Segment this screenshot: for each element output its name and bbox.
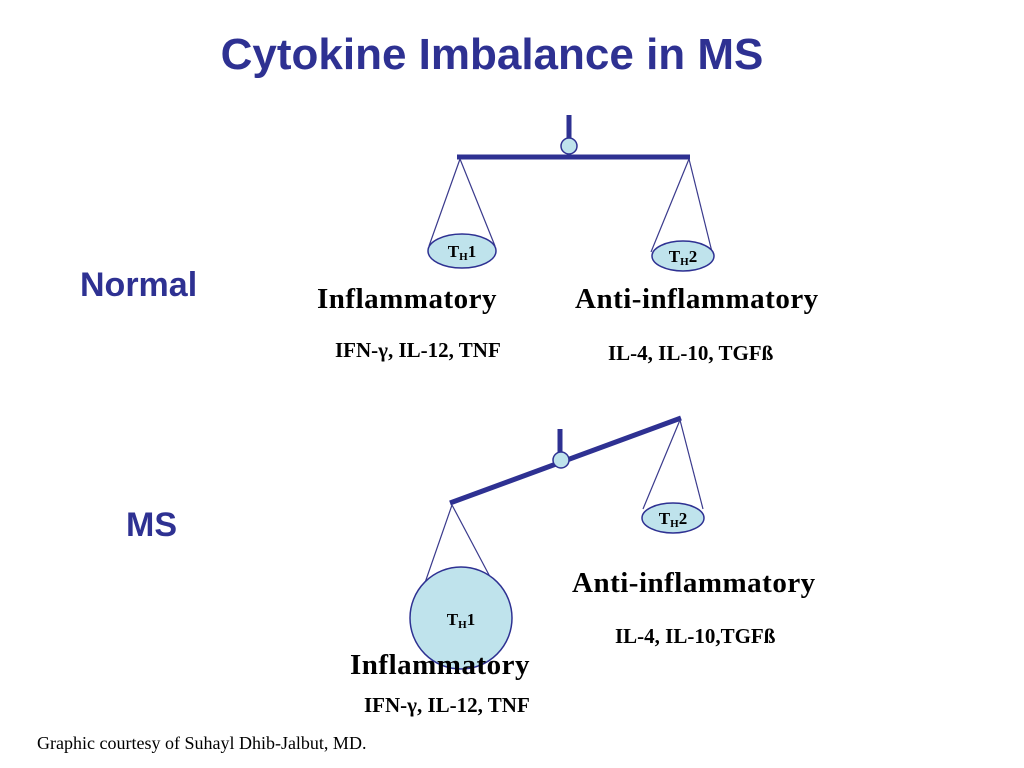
normal-th2-cell: TH2 xyxy=(651,240,715,272)
slide-title: Cytokine Imbalance in MS xyxy=(220,30,764,79)
normal-left-string xyxy=(459,158,496,247)
ms-balance-scale: TH2 TH1 xyxy=(409,415,705,670)
normal-scale-pivot xyxy=(560,137,578,155)
ms-anti-inflammatory-heading: Anti-inflammatory xyxy=(572,567,816,599)
normal-anti-inflammatory-heading: Anti-inflammatory xyxy=(575,283,819,315)
svg-text:TH1: TH1 xyxy=(448,242,476,263)
ms-anti-inflammatory-cytokines: IL-4, IL-10,TGFß xyxy=(615,624,776,648)
svg-text:TH2: TH2 xyxy=(669,247,697,268)
ms-label: MS xyxy=(126,506,177,544)
normal-inflammatory-cytokines: IFN-γ, IL-12, TNF xyxy=(335,338,501,362)
normal-balance-scale: TH1 TH2 xyxy=(427,115,715,272)
ms-right-string xyxy=(642,419,681,510)
ms-inflammatory-heading: Inflammatory xyxy=(350,649,530,681)
normal-left-string xyxy=(428,158,461,247)
image-credit: Graphic courtesy of Suhayl Dhib-Jalbut, … xyxy=(37,733,367,753)
normal-right-string xyxy=(688,158,713,253)
svg-text:TH2: TH2 xyxy=(659,509,687,530)
normal-inflammatory-heading: Inflammatory xyxy=(317,283,497,315)
ms-right-string xyxy=(679,419,704,510)
normal-anti-inflammatory-cytokines: IL-4, IL-10, TGFß xyxy=(608,341,774,365)
normal-label: Normal xyxy=(80,266,198,304)
svg-text:TH1: TH1 xyxy=(447,610,475,631)
ms-th1-cell: TH1 xyxy=(409,566,513,670)
ms-inflammatory-cytokines: IFN-γ, IL-12, TNF xyxy=(364,693,530,717)
normal-right-string xyxy=(650,158,690,253)
ms-th2-cell: TH2 xyxy=(641,502,705,534)
normal-th1-cell: TH1 xyxy=(427,233,497,269)
ms-scale-pivot xyxy=(552,451,570,469)
